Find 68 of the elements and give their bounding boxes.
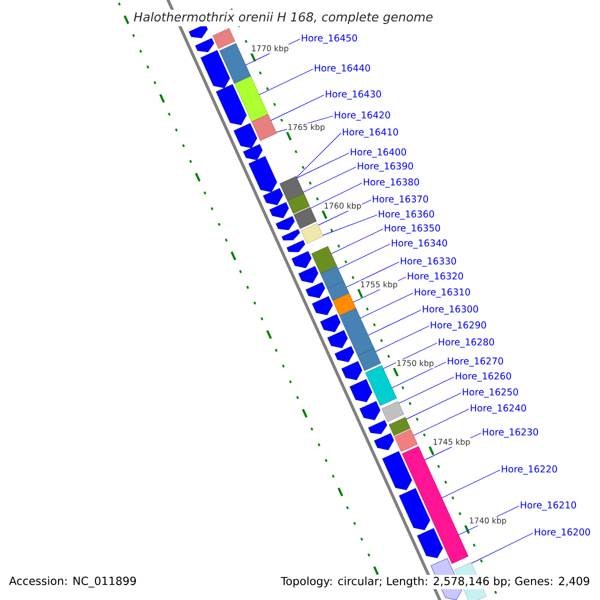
leader-line xyxy=(442,470,500,498)
map-title: Halothermothrix orenii H 168, complete genome xyxy=(131,10,436,26)
leader-line xyxy=(398,376,454,404)
gene-label: Hore_16230 xyxy=(482,428,538,438)
gene-label: Hore_16370 xyxy=(372,195,428,205)
genome-info-text: Topology: circular; Length: 2,578,146 bp; Genes: 2,409 xyxy=(279,574,592,590)
leader-line xyxy=(296,152,350,178)
leader-line xyxy=(406,392,462,420)
gene-label: Hore_16300 xyxy=(422,305,478,315)
gene-label: Hore_16240 xyxy=(470,404,526,414)
gene-box xyxy=(287,193,310,214)
gene-box xyxy=(212,28,236,49)
leader-line xyxy=(346,262,400,288)
gene-box xyxy=(339,308,374,356)
gene-box xyxy=(219,43,252,84)
gene-box xyxy=(365,365,397,406)
gene-label: Hore_16440 xyxy=(314,64,370,74)
leader-line xyxy=(392,362,446,388)
leader-line xyxy=(368,310,422,336)
leader-line xyxy=(383,342,438,369)
gene-label: Hore_16320 xyxy=(408,272,464,282)
gene-box xyxy=(327,281,350,301)
gene-label: Hore_16380 xyxy=(364,178,420,188)
gene-label: Hore_16430 xyxy=(326,90,382,100)
gene-label: Hore_16200 xyxy=(534,528,590,538)
gene-box xyxy=(332,293,356,316)
gene-label: Hore_16250 xyxy=(462,388,518,398)
gene-label: Hore_16410 xyxy=(342,128,398,138)
gene-box xyxy=(388,417,410,436)
gene-label: Hore_16360 xyxy=(378,210,434,220)
gene-box xyxy=(402,446,468,564)
gene-label: Hore_16280 xyxy=(438,338,494,348)
gene-box xyxy=(311,246,338,274)
leader-line xyxy=(258,68,314,96)
gene-label: Hore_16220 xyxy=(502,465,558,475)
gene-box xyxy=(300,223,324,244)
gene-label: Hore_16310 xyxy=(414,288,470,298)
gene-box xyxy=(394,429,418,452)
gene-label: Hore_16420 xyxy=(334,111,390,121)
gene-box xyxy=(294,207,317,229)
leader-line xyxy=(322,214,378,236)
leader-line xyxy=(303,166,356,192)
leader-line xyxy=(338,244,390,270)
leader-line xyxy=(375,326,430,352)
gene-label: Hore_16450 xyxy=(302,34,358,44)
accession-text: Accession: NC_011899 xyxy=(7,574,138,590)
gene-label: Hore_16270 xyxy=(448,357,504,367)
leader-line xyxy=(330,228,384,254)
leader-line xyxy=(413,408,470,436)
gene-label: Hore_16210 xyxy=(520,501,576,511)
gene-label: Hore_16340 xyxy=(392,239,448,249)
gene-box xyxy=(382,401,404,422)
gene-label: Hore_16330 xyxy=(400,257,456,267)
gene-box xyxy=(320,266,344,289)
gene-box xyxy=(358,348,382,371)
gene-label: Hore_16260 xyxy=(456,372,512,382)
gene-label: Hore_16350 xyxy=(384,224,440,234)
leader-line xyxy=(310,182,362,209)
leader-line xyxy=(296,132,342,178)
gene-box xyxy=(280,176,304,201)
gene-box xyxy=(251,114,277,141)
gene-label: Hore_16290 xyxy=(430,321,486,331)
gene-box xyxy=(234,76,268,122)
gene-label: Hore_16390 xyxy=(358,162,414,172)
leader-line xyxy=(471,532,534,564)
leader-line xyxy=(360,292,414,318)
leader-line xyxy=(270,94,324,121)
gene-label: Hore_16400 xyxy=(350,148,406,158)
